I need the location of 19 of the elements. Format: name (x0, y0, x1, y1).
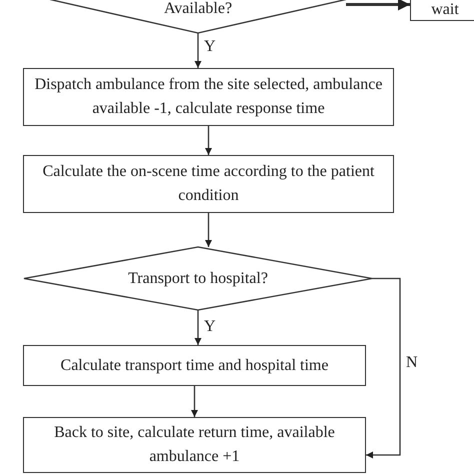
node-text: Transport to hospital? (127, 268, 269, 288)
node-text: wait (430, 1, 460, 19)
arrow (194, 33, 202, 68)
node-text: Dispatch ambulance from the site selected, ambulance available -1, calculate response time (34, 75, 384, 119)
arrow (346, 0, 410, 10)
node-text: Calculate transport time and hospital time (60, 356, 330, 376)
node-text: Available? (162, 0, 234, 18)
arrow (205, 126, 212, 155)
decision-diamond (24, 247, 372, 310)
process-box (23, 68, 394, 126)
node-text: Calculate the on-scene time according to the patient condition (42, 162, 376, 206)
arrow (205, 213, 212, 247)
process-box (23, 345, 366, 386)
arrow (194, 310, 202, 345)
arrow (366, 278, 401, 458)
process-box (23, 417, 366, 473)
arrow (191, 386, 198, 417)
node-text: Back to site, calculate return time, available ambulance +1 (53, 423, 336, 467)
process-box (23, 155, 394, 213)
